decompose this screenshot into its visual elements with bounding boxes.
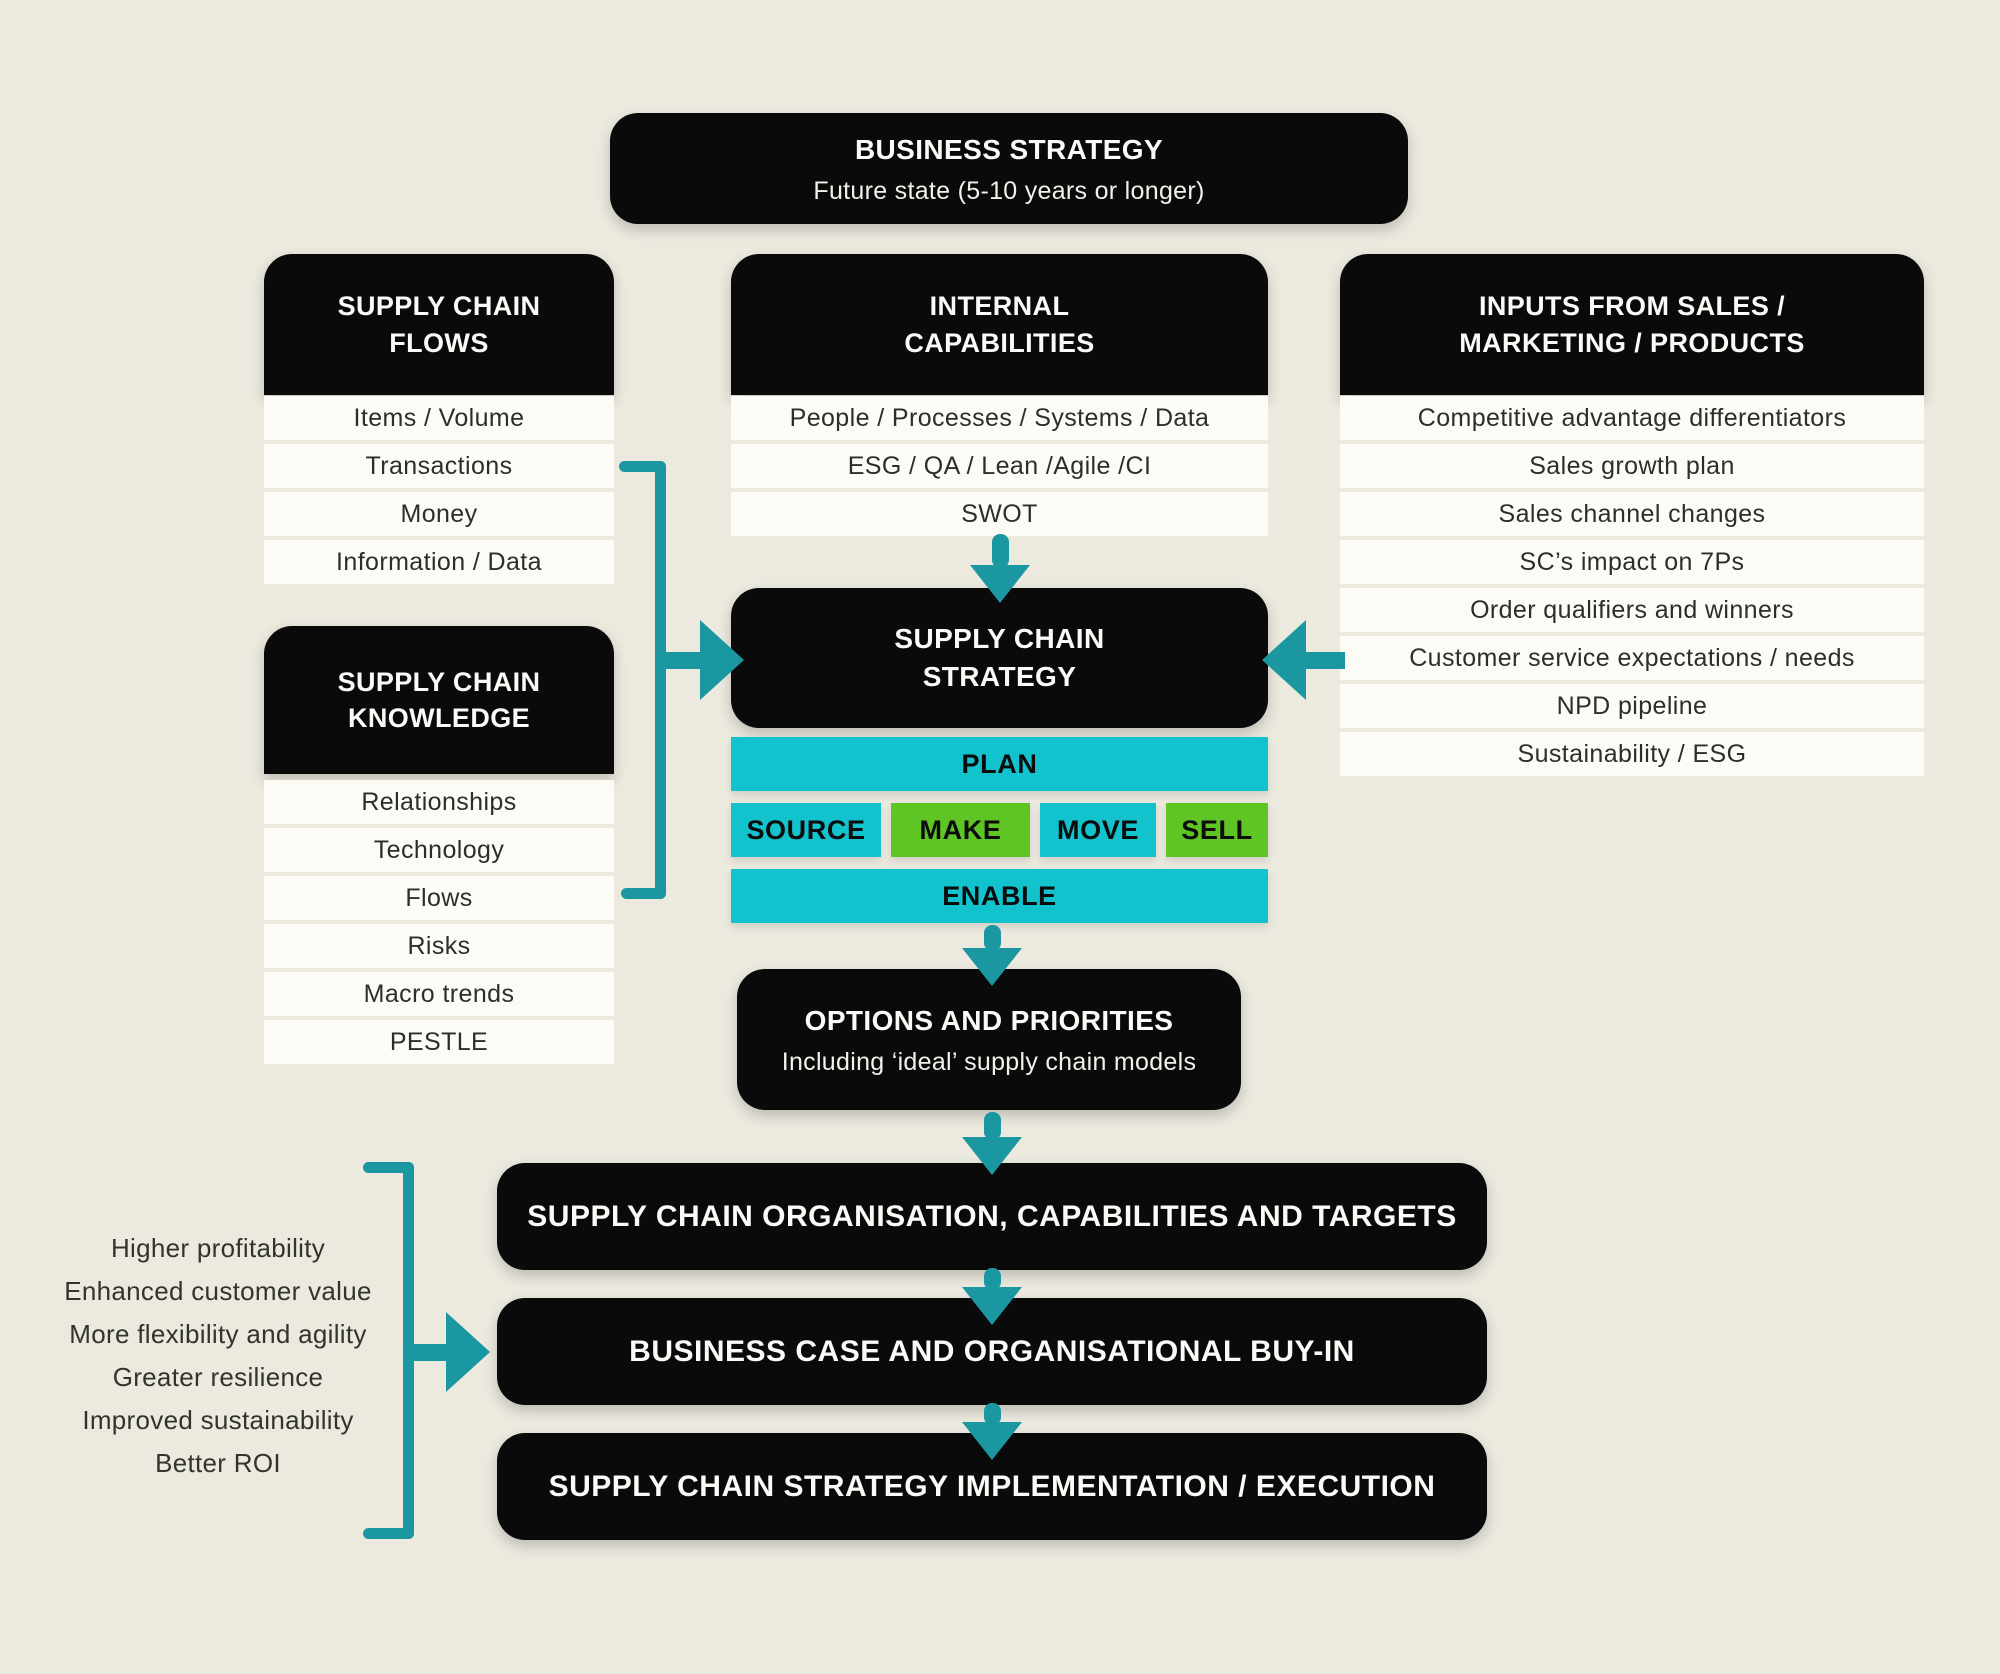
- move-label: MOVE: [1057, 814, 1139, 845]
- inputs-sales-title: INPUTS FROM SALES / MARKETING / PRODUCTS: [1459, 291, 1805, 358]
- list-item: Items / Volume: [264, 396, 614, 440]
- options-priorities-title: OPTIONS AND PRIORITIES: [804, 1005, 1174, 1037]
- bracket-line: [619, 461, 666, 472]
- business-strategy-title: BUSINESS STRATEGY: [854, 134, 1164, 166]
- supply-chain-strategy-title: SUPPLY CHAIN STRATEGY: [894, 623, 1105, 692]
- arrow-down-icon: [970, 534, 1030, 603]
- list-item: Risks: [264, 924, 614, 968]
- arrow-shaft: [1305, 652, 1345, 669]
- arrow-down-icon: [962, 1268, 1022, 1325]
- supply-chain-flows-title: SUPPLY CHAIN FLOWS: [337, 291, 541, 358]
- implementation-box: SUPPLY CHAIN STRATEGY IMPLEMENTATION / E…: [497, 1433, 1487, 1540]
- bracket-line: [655, 461, 666, 899]
- list-item: Relationships: [264, 780, 614, 824]
- options-priorities-box: OPTIONS AND PRIORITIES Including ‘ideal’…: [737, 969, 1241, 1110]
- list-item: Enhanced customer value: [64, 1276, 372, 1306]
- bracket-line: [403, 1162, 414, 1539]
- arrow-down-icon: [962, 925, 1022, 986]
- arrow-right-icon: [446, 1312, 490, 1392]
- arrow-down-icon: [962, 1112, 1022, 1175]
- list-item: ESG / QA / Lean /Agile /CI: [731, 444, 1268, 488]
- list-item: Sales growth plan: [1340, 444, 1924, 488]
- supply-chain-flows-list: Items / Volume Transactions Money Inform…: [264, 396, 614, 584]
- list-item: SWOT: [731, 492, 1268, 536]
- list-item: Customer service expectations / needs: [1340, 636, 1924, 680]
- list-item: People / Processes / Systems / Data: [731, 396, 1268, 440]
- internal-capabilities-header: INTERNAL CAPABILITIES: [731, 254, 1268, 395]
- list-item: Technology: [264, 828, 614, 872]
- options-priorities-subtitle: Including ‘ideal’ supply chain models: [781, 1047, 1197, 1076]
- list-item: Order qualifiers and winners: [1340, 588, 1924, 632]
- arrow-shaft: [664, 652, 704, 669]
- list-item: Information / Data: [264, 540, 614, 584]
- list-item: Money: [264, 492, 614, 536]
- arrow-shaft: [412, 1344, 450, 1361]
- business-case-label: BUSINESS CASE AND ORGANISATIONAL BUY-IN: [629, 1334, 1355, 1368]
- supply-chain-flows-header: SUPPLY CHAIN FLOWS: [264, 254, 614, 395]
- list-item: NPD pipeline: [1340, 684, 1924, 728]
- bracket-line: [363, 1528, 414, 1539]
- implementation-label: SUPPLY CHAIN STRATEGY IMPLEMENTATION / E…: [548, 1469, 1436, 1503]
- organisation-box: SUPPLY CHAIN ORGANISATION, CAPABILITIES …: [497, 1163, 1487, 1270]
- source-box: SOURCE: [731, 803, 881, 857]
- bracket-line: [621, 888, 666, 899]
- sell-box: SELL: [1166, 803, 1268, 857]
- business-strategy-subtitle: Future state (5-10 years or longer): [813, 176, 1205, 205]
- supply-chain-knowledge-header: SUPPLY CHAIN KNOWLEDGE: [264, 626, 614, 774]
- list-item: Sustainability / ESG: [1340, 732, 1924, 776]
- arrow-left-icon: [1262, 620, 1306, 700]
- arrow-down-icon: [962, 1403, 1022, 1460]
- list-item: Improved sustainability: [82, 1405, 354, 1435]
- list-item: Flows: [264, 876, 614, 920]
- list-item: Better ROI: [155, 1448, 281, 1478]
- list-item: Greater resilience: [112, 1362, 324, 1392]
- list-item: Competitive advantage differentiators: [1340, 396, 1924, 440]
- list-item: Macro trends: [264, 972, 614, 1016]
- plan-label: PLAN: [961, 748, 1038, 779]
- move-box: MOVE: [1040, 803, 1156, 857]
- source-label: SOURCE: [746, 814, 866, 845]
- internal-capabilities-list: People / Processes / Systems / Data ESG …: [731, 396, 1268, 536]
- inputs-sales-header: INPUTS FROM SALES / MARKETING / PRODUCTS: [1340, 254, 1924, 395]
- arrow-right-icon: [700, 620, 744, 700]
- list-item: Higher profitability: [110, 1233, 326, 1263]
- list-item: More flexibility and agility: [69, 1319, 367, 1349]
- internal-capabilities-title: INTERNAL CAPABILITIES: [904, 291, 1095, 358]
- bracket-line: [363, 1162, 414, 1173]
- enable-label: ENABLE: [942, 880, 1057, 911]
- supply-chain-knowledge-title: SUPPLY CHAIN KNOWLEDGE: [337, 666, 541, 733]
- list-item: Transactions: [264, 444, 614, 488]
- supply-chain-knowledge-list: Relationships Technology Flows Risks Mac…: [264, 780, 614, 1064]
- list-item: SC’s impact on 7Ps: [1340, 540, 1924, 584]
- enable-bar: ENABLE: [731, 869, 1268, 923]
- plan-bar: PLAN: [731, 737, 1268, 791]
- business-strategy-box: BUSINESS STRATEGY Future state (5-10 yea…: [610, 113, 1408, 224]
- make-label: MAKE: [919, 814, 1002, 845]
- supply-chain-strategy-box: SUPPLY CHAIN STRATEGY: [731, 588, 1268, 728]
- make-box: MAKE: [891, 803, 1030, 857]
- sell-label: SELL: [1181, 814, 1253, 845]
- inputs-sales-list: Competitive advantage differentiators Sa…: [1340, 396, 1924, 776]
- list-item: Sales channel changes: [1340, 492, 1924, 536]
- list-item: PESTLE: [264, 1020, 614, 1064]
- benefits-list: Higher profitability Enhanced customer v…: [36, 1227, 400, 1485]
- organisation-label: SUPPLY CHAIN ORGANISATION, CAPABILITIES …: [527, 1199, 1457, 1233]
